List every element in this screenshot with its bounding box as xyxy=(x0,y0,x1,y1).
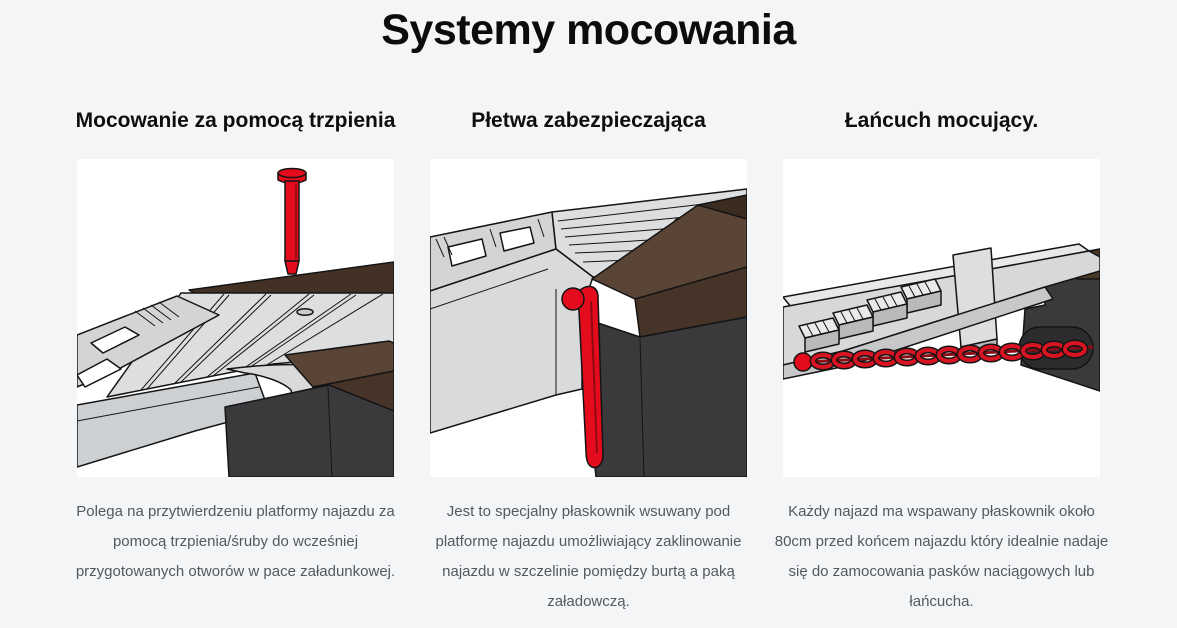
red-fin-icon xyxy=(561,285,604,469)
pin-mount-caption: Polega na przytwierdzeniu platformy naja… xyxy=(75,503,396,580)
chain-mount-illustration xyxy=(783,159,1100,477)
chain-mount-caption: Każdy najazd ma wspawany płaskownik okoł… xyxy=(774,503,1109,610)
safety-fin-heading: Płetwa zabezpieczająca xyxy=(471,109,706,132)
red-pin-icon xyxy=(277,167,307,275)
ramp-chain-icon xyxy=(783,243,1100,392)
column-safety-fin: Płetwa zabezpieczająca xyxy=(430,109,747,617)
page-title: Systemy mocowania xyxy=(381,6,796,54)
chain-mount-heading: Łańcuch mocujący. xyxy=(844,109,1039,132)
mounting-systems-section: Systemy mocowania Mocowanie za pomocą tr… xyxy=(0,6,1177,617)
column-pin-mount: Mocowanie za pomocą trzpienia xyxy=(75,109,396,617)
ramp-pin-icon xyxy=(77,167,394,477)
pin-mount-illustration xyxy=(77,159,394,477)
mounting-methods-columns: Mocowanie za pomocą trzpienia xyxy=(0,109,1177,617)
ramp-fin-icon xyxy=(430,188,747,477)
column-chain-mount: Łańcuch mocujący. xyxy=(775,109,1109,617)
safety-fin-illustration xyxy=(430,159,747,477)
red-chain-icon xyxy=(793,343,1094,372)
safety-fin-caption: Jest to specjalny płaskownik wsuwany pod… xyxy=(435,503,742,610)
pin-mount-heading: Mocowanie za pomocą trzpienia xyxy=(75,109,396,132)
